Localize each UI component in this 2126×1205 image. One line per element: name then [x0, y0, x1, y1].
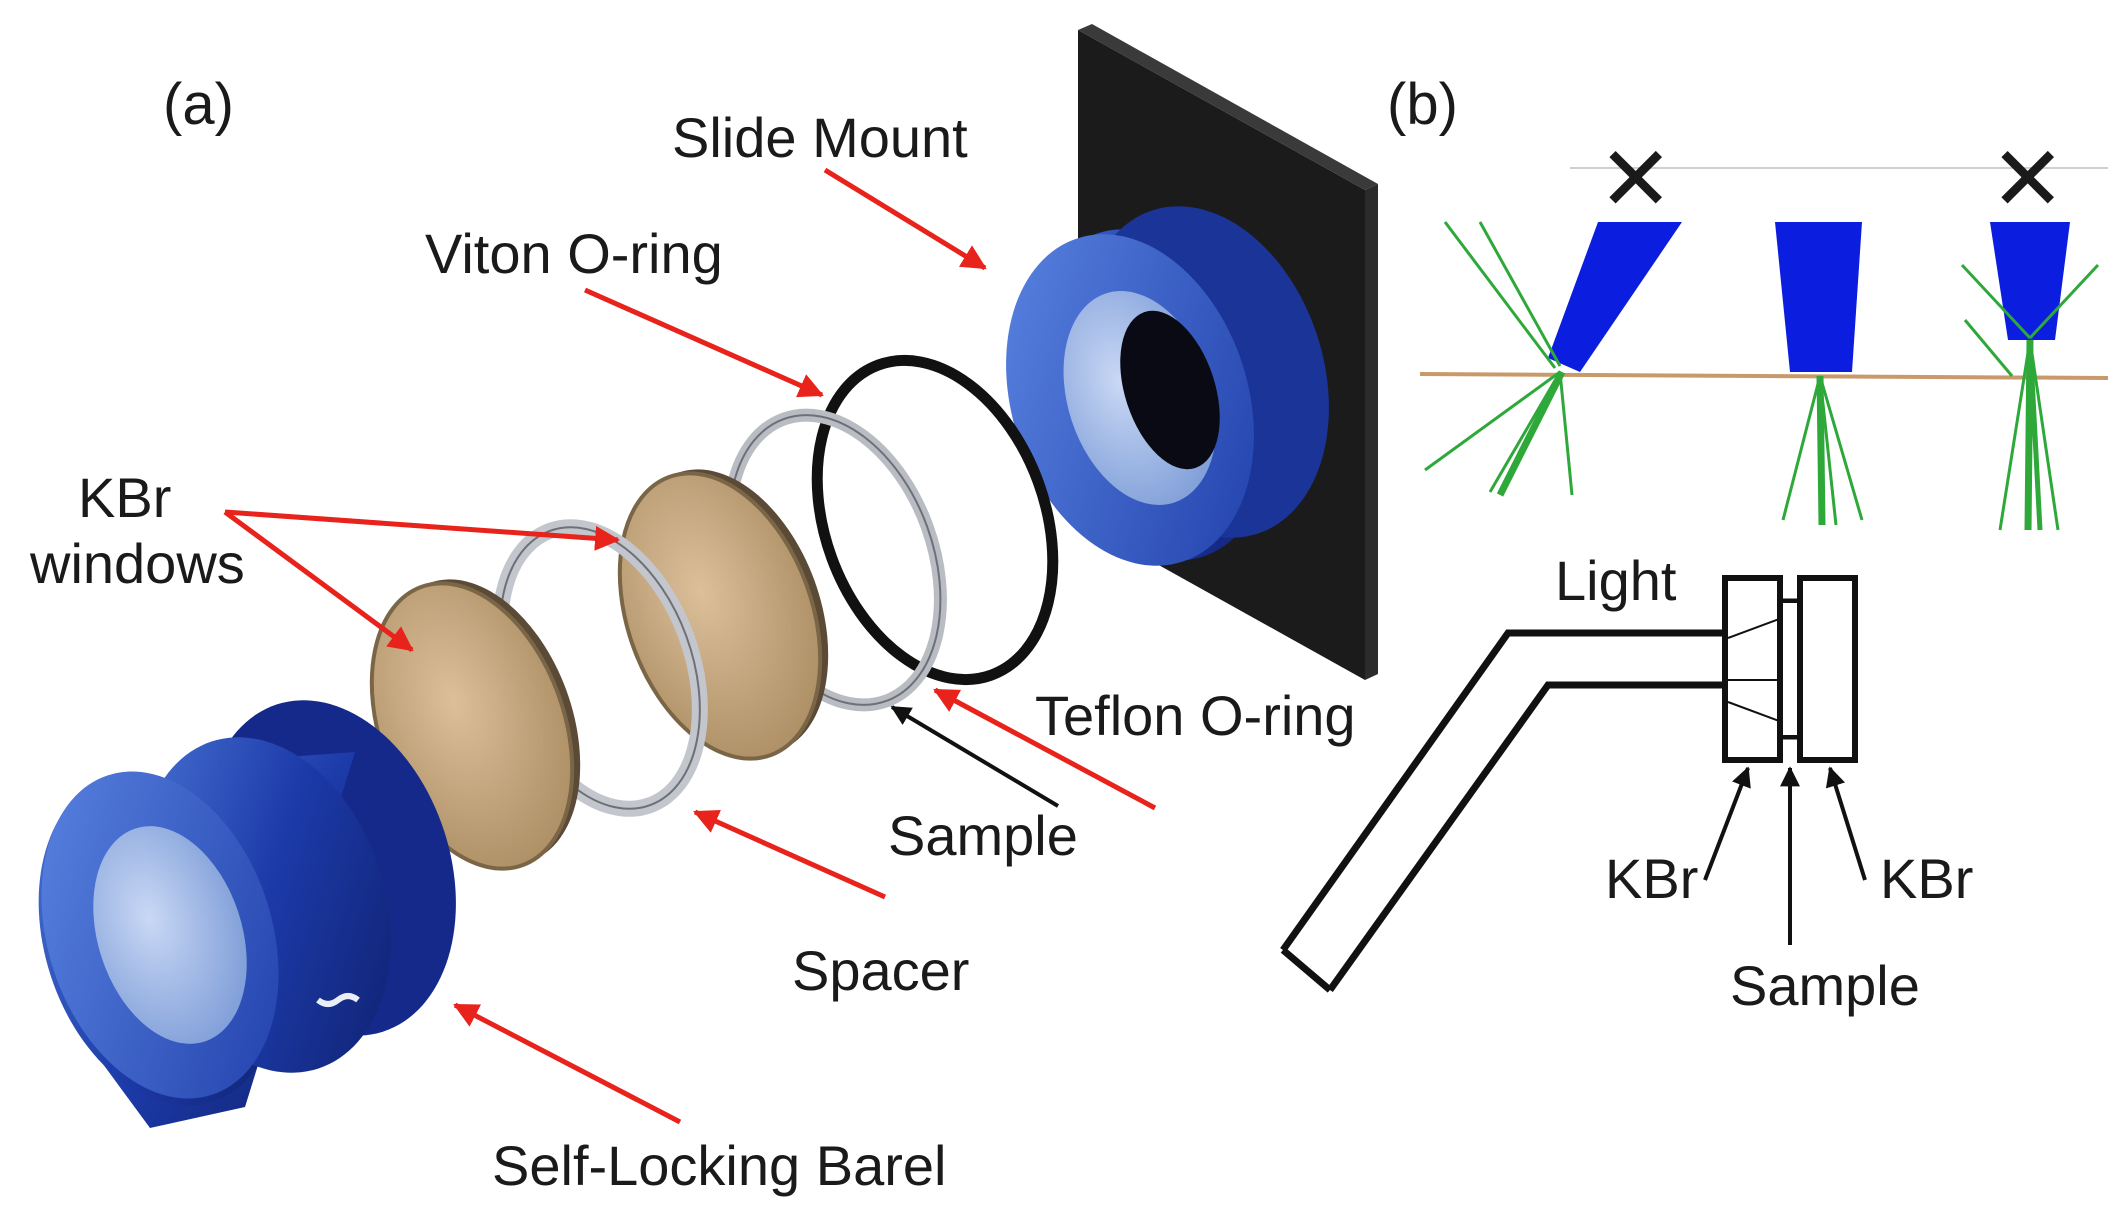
label-light: Light [1555, 549, 1677, 612]
label-kbr-right: KBr [1880, 847, 1973, 910]
arrow-viton-o-ring [583, 287, 824, 398]
arrow-teflon-o-ring [933, 687, 1157, 811]
label-sample: Sample [888, 804, 1078, 867]
panel-a: (a) [29, 24, 1378, 1197]
arrow-kbr-right [1825, 766, 1867, 881]
rejected-mark-right: ✕ [1990, 130, 2065, 230]
probe-tip-lifted [1960, 222, 2100, 531]
label-slide-mount: Slide Mount [672, 106, 968, 169]
probe-tip-tilted [1424, 221, 1682, 497]
label-sample-b: Sample [1730, 954, 1920, 1017]
kbr-window-back [617, 469, 829, 761]
probe-tip-normal [1775, 222, 1864, 526]
light-guide [1280, 629, 1725, 993]
self-locking-barrel [38, 700, 456, 1128]
label-self-locking-barrel: Self-Locking Barel [492, 1134, 946, 1197]
viton-o-ring [811, 354, 1059, 686]
kbr-block-left [1722, 575, 1783, 763]
label-spacer: Spacer [792, 939, 969, 1002]
kbr-block-right [1797, 575, 1858, 763]
arrow-kbr-windows-front [223, 509, 414, 653]
label-viton-o-ring: Viton O-ring [425, 222, 723, 285]
arrow-slide-mount [823, 167, 987, 271]
label-kbr-windows-line1: KBr [78, 466, 171, 529]
arrow-sample [890, 705, 1060, 808]
sample-surface [1419, 372, 2109, 380]
panel-b-label: (b) [1387, 72, 1458, 137]
kbr-cell-diagram [1722, 575, 1858, 763]
panel-b: (b) ✕ ✕ [1280, 72, 2109, 1017]
mount-barrel [1006, 206, 1329, 566]
arrow-spacer [693, 809, 887, 900]
arrow-self-locking-barrel [453, 1002, 682, 1125]
arrow-kbr-windows-back [224, 509, 621, 551]
rejected-mark-left: ✕ [1598, 130, 1673, 230]
panel-a-label: (a) [163, 72, 234, 137]
arrow-kbr-left [1703, 766, 1751, 881]
sample-layer [1781, 601, 1799, 737]
label-kbr-left: KBr [1605, 847, 1698, 910]
label-teflon-o-ring: Teflon O-ring [1035, 684, 1356, 747]
label-kbr-windows-line2: windows [29, 532, 245, 595]
